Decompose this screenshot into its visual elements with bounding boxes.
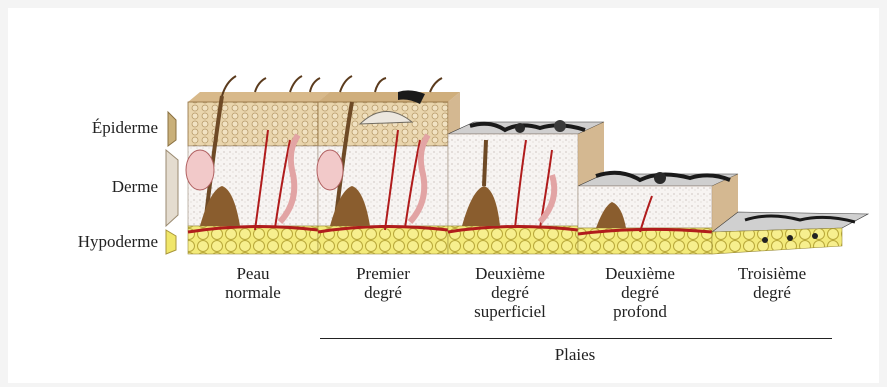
wounds-group-line: [320, 338, 832, 339]
stage-label-line: degré: [450, 283, 570, 302]
stage-label-line: degré: [580, 283, 700, 302]
stage-label-line: Premier: [328, 264, 438, 283]
block-third-degree: [712, 212, 868, 254]
stage-label-line: profond: [580, 302, 700, 321]
label-hypodermis: Hypoderme: [8, 232, 158, 252]
block-first-degree: [317, 76, 460, 254]
stage-label-line: Deuxième: [580, 264, 700, 283]
label-epidermis: Épiderme: [8, 118, 158, 138]
block-normal-skin: [186, 76, 330, 254]
stage-label-second-degree-superficial: Deuxième degré superficiel: [450, 264, 570, 321]
wounds-group-label: Plaies: [500, 345, 650, 365]
stage-label-first-degree: Premier degré: [328, 264, 438, 302]
layer-brackets: [166, 112, 178, 254]
stage-label-line: degré: [712, 283, 832, 302]
stage-label-third-degree: Troisième degré: [712, 264, 832, 302]
stage-label-line: degré: [328, 283, 438, 302]
stage-label-line: Peau: [198, 264, 308, 283]
stage-label-second-degree-deep: Deuxième degré profond: [580, 264, 700, 321]
stage-label-line: Troisième: [712, 264, 832, 283]
stage-label-line: Deuxième: [450, 264, 570, 283]
stage-label-line: superficiel: [450, 302, 570, 321]
stage-label-line: normale: [198, 283, 308, 302]
label-dermis: Derme: [8, 177, 158, 197]
stage-label-normal: Peau normale: [198, 264, 308, 302]
